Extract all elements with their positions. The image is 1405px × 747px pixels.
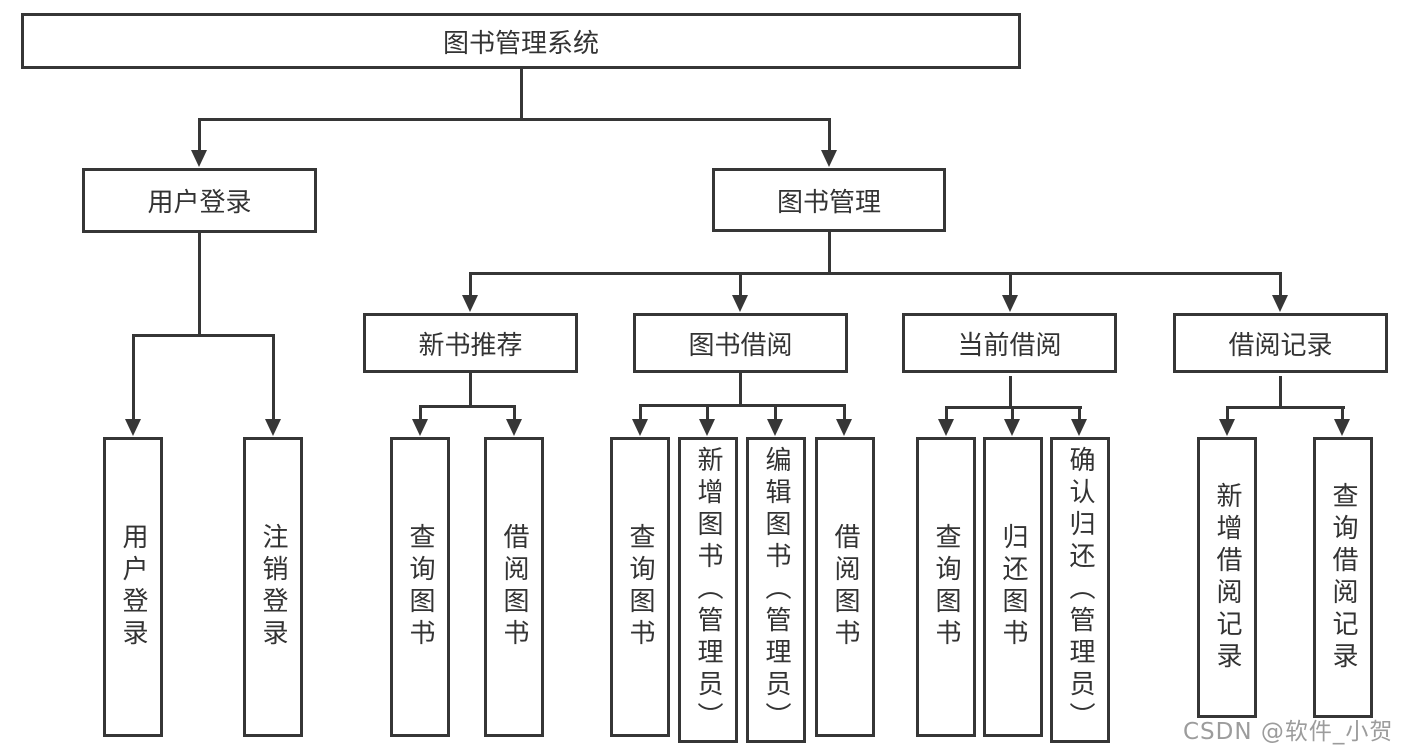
arrow-down-icon (938, 419, 954, 436)
arrow-down-icon (265, 419, 281, 436)
connector-line (469, 373, 472, 407)
arrow-down-icon (462, 295, 478, 312)
leaf-bb-query-book: 查询图书 (610, 437, 670, 737)
arrow-down-icon (767, 419, 783, 436)
arrow-down-icon (1219, 419, 1235, 436)
leaf-user-login: 用户登录 (103, 437, 163, 737)
arrow-down-icon (1002, 295, 1018, 312)
connector-line (828, 232, 831, 273)
connector-line (1009, 376, 1012, 408)
leaf-cb-return-book: 归还图书 (983, 437, 1043, 737)
connector-line (198, 118, 201, 152)
connector-line (1011, 406, 1014, 421)
connector-line (1279, 376, 1282, 408)
connector-line (739, 373, 742, 406)
arrow-down-icon (1272, 295, 1288, 312)
arrow-down-icon (632, 419, 648, 436)
node-new-book-recommend: 新书推荐 (363, 313, 578, 373)
leaf-nb-query-book: 查询图书 (390, 437, 450, 737)
connector-line (198, 233, 201, 336)
csdn-watermark: CSDN @软件_小贺同学 (1183, 719, 1394, 745)
arrow-down-icon (1334, 419, 1350, 436)
connector-line (198, 118, 831, 121)
leaf-br-query-record: 查询借阅记录 (1313, 437, 1373, 718)
connector-line (774, 404, 777, 421)
connector-line (1078, 406, 1081, 421)
arrow-down-icon (1071, 419, 1087, 436)
connector-line (132, 334, 275, 337)
connector-line (945, 406, 948, 421)
connector-line (272, 334, 275, 421)
node-user-login: 用户登录 (82, 168, 317, 233)
connector-line (739, 272, 742, 297)
connector-line (419, 405, 516, 408)
arrow-down-icon (191, 150, 207, 167)
connector-line (419, 405, 422, 421)
connector-line (1341, 406, 1344, 421)
arrow-down-icon (732, 295, 748, 312)
connector-line (843, 404, 846, 421)
leaf-bb-borrow-book: 借阅图书 (815, 437, 875, 737)
connector-line (520, 69, 523, 119)
node-book-management: 图书管理 (712, 168, 946, 232)
connector-line (828, 118, 831, 152)
leaf-bb-add-book-admin: 新增图书（管理员） (678, 437, 738, 743)
connector-line (639, 404, 846, 407)
arrow-down-icon (821, 150, 837, 167)
arrow-down-icon (699, 419, 715, 436)
connector-line (639, 404, 642, 421)
arrow-down-icon (836, 419, 852, 436)
connector-line (132, 334, 135, 421)
node-borrow-record: 借阅记录 (1173, 313, 1388, 373)
arrow-down-icon (506, 419, 522, 436)
connector-line (1226, 406, 1229, 421)
leaf-bb-edit-book-admin: 编辑图书（管理员） (746, 437, 806, 743)
arrow-down-icon (1004, 419, 1020, 436)
leaf-logout: 注销登录 (243, 437, 303, 737)
leaf-nb-borrow-book: 借阅图书 (484, 437, 544, 737)
connector-line (469, 272, 1282, 275)
connector-line (1226, 406, 1345, 409)
connector-line (469, 272, 472, 297)
connector-line (706, 404, 709, 421)
leaf-cb-query-book: 查询图书 (916, 437, 976, 737)
connector-line (1279, 272, 1282, 297)
connector-line (1009, 272, 1012, 297)
arrow-down-icon (125, 419, 141, 436)
arrow-down-icon (412, 419, 428, 436)
connector-line (513, 405, 516, 421)
node-book-borrow: 图书借阅 (633, 313, 848, 373)
node-root-library-system: 图书管理系统 (21, 13, 1021, 69)
node-current-borrow: 当前借阅 (902, 313, 1117, 373)
leaf-br-add-record: 新增借阅记录 (1197, 437, 1257, 718)
leaf-cb-confirm-return-admin: 确认归还（管理员） (1050, 437, 1110, 743)
